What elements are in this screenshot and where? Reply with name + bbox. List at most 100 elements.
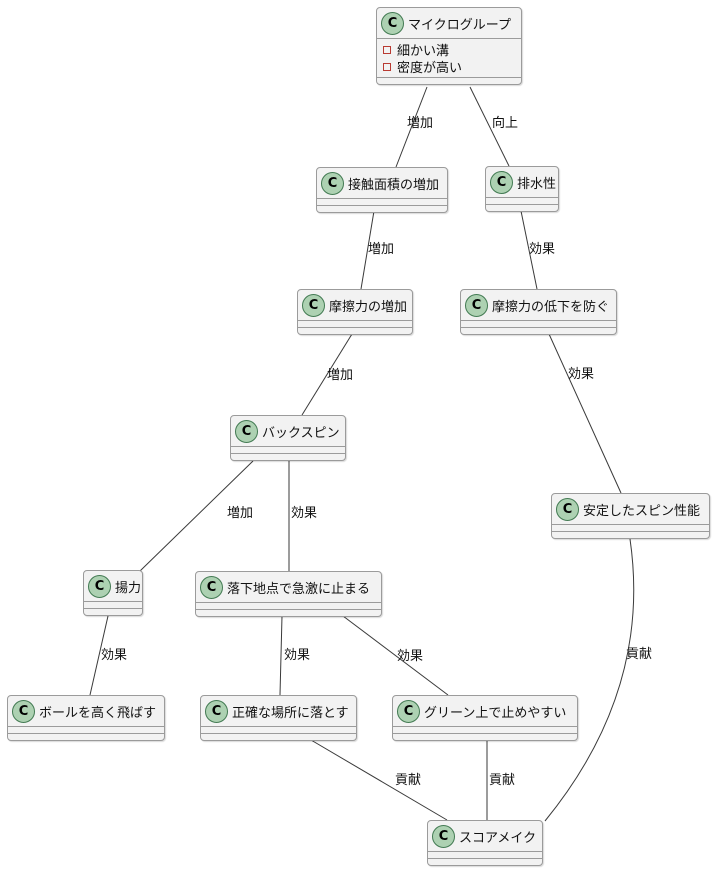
class-node-lift: C 揚力 [83,570,143,616]
class-node-score-make: C スコアメイク [427,820,543,866]
class-node-backspin: C バックスピン [230,415,346,461]
class-icon: C [12,699,35,723]
class-header: C マイクログループ [377,8,521,38]
class-header: C 正確な場所に落とす [201,696,356,726]
edge-drainage-friction-keep [520,210,538,290]
class-icon: C [465,293,488,317]
edge-lift-high-ball [89,615,109,696]
empty-compartment [84,608,142,615]
attribute-label: 密度が高い [397,61,463,75]
class-header: C ボールを高く飛ばす [8,696,164,726]
empty-compartment [298,327,412,334]
class-title: 摩擦力の低下を防ぐ [492,299,610,315]
class-icon: C [88,574,111,598]
empty-compartment [461,320,616,327]
class-header: C バックスピン [231,416,345,446]
edge-label: 効果 [397,649,424,664]
class-header: C スコアメイク [428,821,542,851]
field-icon [383,62,391,71]
edge-label: 貢献 [489,773,516,788]
class-header: C 摩擦力の低下を防ぐ [461,290,616,320]
class-title: 揚力 [115,580,142,596]
class-icon: C [205,699,228,723]
edge-stable-spin-score [544,538,635,822]
edge-microgroove-drainage [469,86,510,167]
empty-compartment [552,524,709,531]
class-icon: C [321,171,344,195]
empty-compartment [317,198,447,205]
attribute-label: 細かい溝 [397,44,450,58]
edge-quick-stop-green-stop [342,615,449,696]
class-header: C 摩擦力の増加 [298,290,412,320]
class-title: 正確な場所に落とす [232,705,349,721]
empty-compartment [196,602,381,609]
edge-label: 貢献 [395,773,422,788]
empty-compartment [428,858,542,865]
empty-compartment [201,726,356,733]
class-attribute: 細かい溝 [383,41,513,58]
edge-label: 向上 [492,116,519,131]
class-node-drainage: C 排水性 [485,166,559,212]
class-attribute: 密度が高い [383,58,513,75]
edge-quick-stop-accurate-drop [279,615,283,696]
empty-compartment [461,327,616,334]
empty-compartment [552,531,709,538]
edge-label: 増加 [327,368,354,383]
class-title: 排水性 [517,176,557,192]
edge-label: 増加 [368,242,395,257]
edge-label: 効果 [284,648,311,663]
edge-accurate-drop-score [310,739,448,821]
class-icon: C [432,824,455,848]
class-node-green-stop: C グリーン上で止めやすい [392,695,578,741]
class-icon: C [490,170,513,194]
class-icon: C [397,699,420,723]
class-title: バックスピン [262,425,340,441]
empty-compartment [231,446,345,453]
edge-backspin-lift [139,460,254,572]
class-icon: C [556,497,579,521]
edge-label: 増加 [227,506,254,521]
empty-compartment [201,733,356,740]
edge-contact-area-friction [360,210,375,290]
class-icon: C [235,419,258,443]
edge-label: 効果 [568,367,595,382]
class-title: スコアメイク [459,830,537,846]
edge-label: 増加 [407,116,434,131]
class-title: 摩擦力の増加 [329,299,408,315]
empty-compartment [231,453,345,460]
class-header: C グリーン上で止めやすい [393,696,577,726]
class-title: グリーン上で止めやすい [424,705,567,721]
class-header: C 接触面積の増加 [317,168,447,198]
edge-friction-backspin [301,333,353,416]
class-header: C 揚力 [84,571,142,601]
class-title: マイクログループ [408,17,511,33]
class-node-friction-keep: C 摩擦力の低下を防ぐ [460,289,617,335]
class-title: 落下地点で急激に止まる [227,581,371,597]
class-title: 安定したスピン性能 [583,503,701,519]
empty-compartment [84,601,142,608]
class-node-microgroove: C マイクログループ 細かい溝 密度が高い [376,7,522,85]
empty-compartment [8,726,164,733]
edge-microgroove-contact-area [395,86,428,168]
class-title: 接触面積の増加 [348,177,440,193]
empty-compartment [298,320,412,327]
empty-compartment [8,733,164,740]
class-node-accurate-drop: C 正確な場所に落とす [200,695,357,741]
class-node-contact-area: C 接触面積の増加 [316,167,448,213]
empty-compartment [196,609,381,616]
empty-compartment [486,204,558,211]
class-icon: C [381,11,404,35]
empty-compartment [428,851,542,858]
empty-compartment [393,733,577,740]
class-header: C 安定したスピン性能 [552,494,709,524]
class-attributes: 細かい溝 密度が高い [377,38,521,77]
class-node-friction-increase: C 摩擦力の増加 [297,289,413,335]
empty-compartment [393,726,577,733]
class-icon: C [302,293,325,317]
edge-label: 効果 [101,648,128,663]
edge-label: 効果 [529,242,556,257]
class-header: C 排水性 [486,167,558,197]
class-node-stable-spin: C 安定したスピン性能 [551,493,710,539]
